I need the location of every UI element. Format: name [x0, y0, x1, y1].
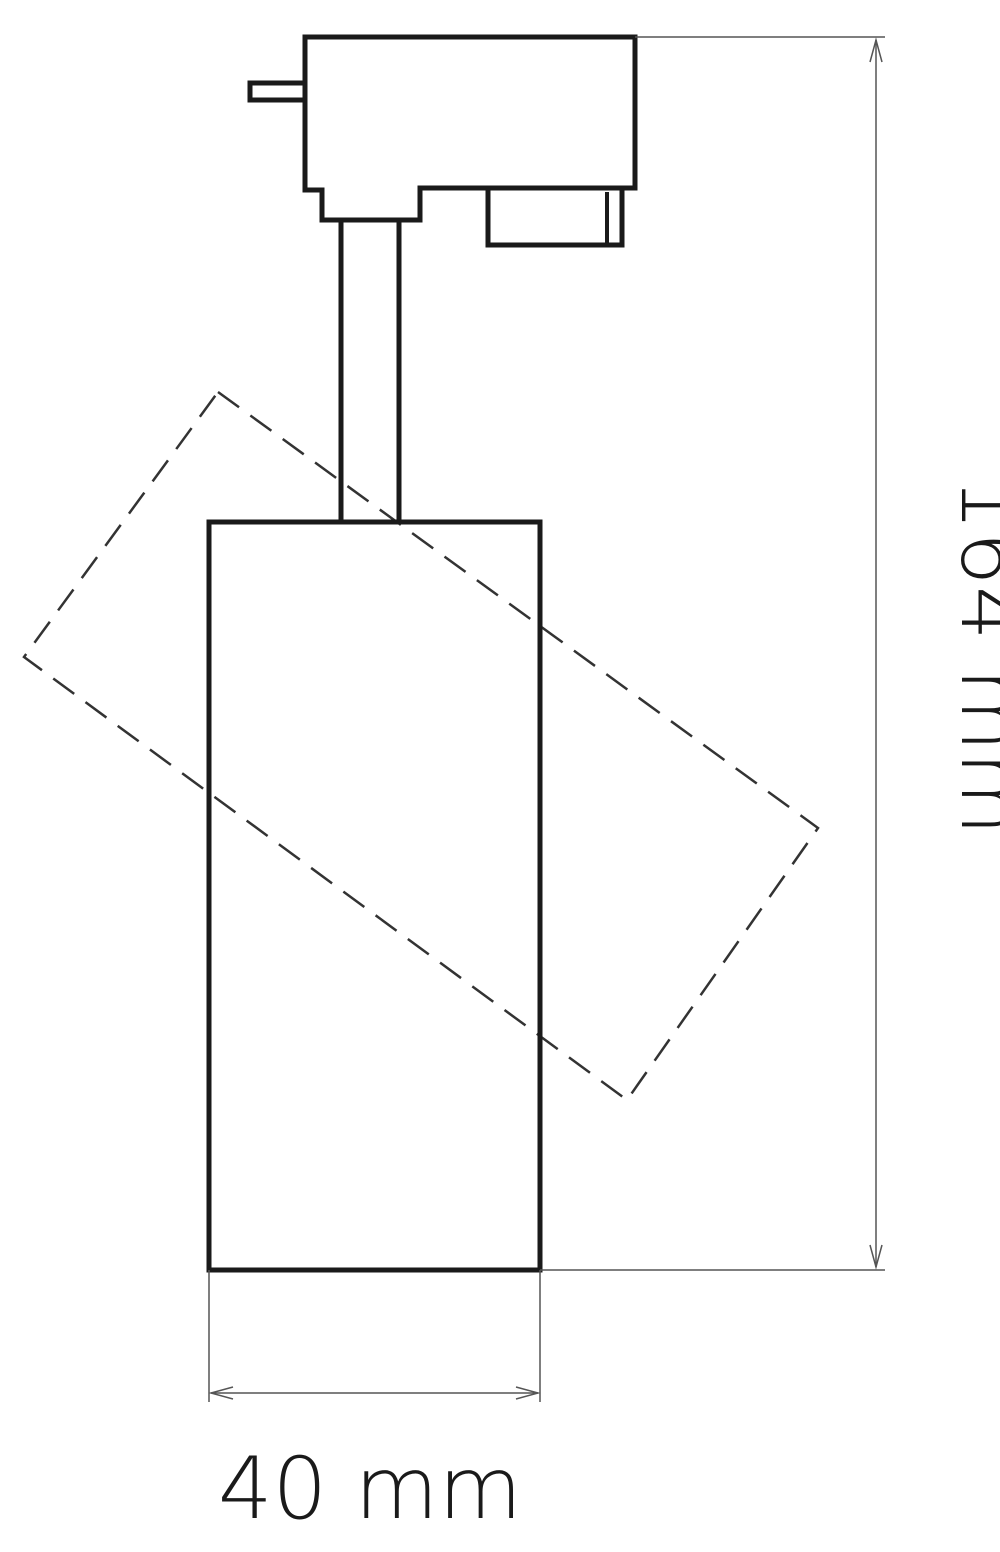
width-arrow-right [515, 1386, 541, 1400]
height-dimension [540, 36, 885, 1271]
tilted-position-outline [22, 390, 820, 1102]
width-label: 40 mm [218, 1439, 522, 1539]
height-arrow-top [869, 37, 883, 63]
adapter-side-block [485, 190, 625, 248]
track-adapter [247, 34, 638, 248]
cylinder-body [206, 519, 543, 1273]
adapter-pin [247, 80, 308, 103]
width-dimension [208, 1270, 541, 1402]
adapter-body-outline [302, 34, 638, 223]
height-label: 164 mm [941, 476, 1000, 835]
height-arrow-bottom [869, 1244, 883, 1270]
width-arrow-left [208, 1386, 234, 1400]
stem [338, 222, 402, 522]
